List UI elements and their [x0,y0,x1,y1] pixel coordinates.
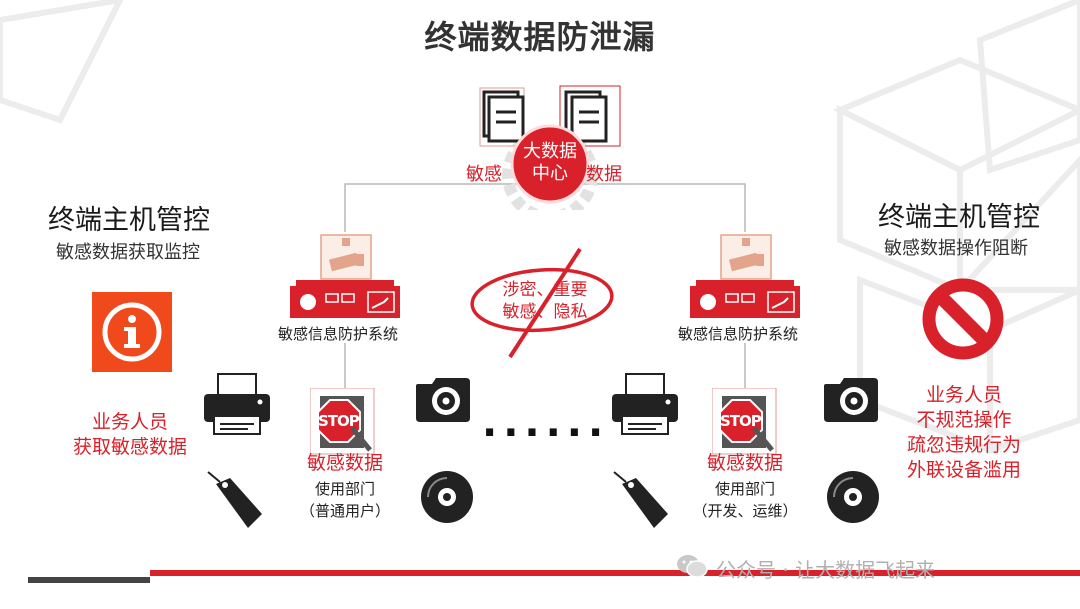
watermark-text: 公众号 · 让大数据飞起来 [716,554,935,583]
left-system-red-caption: 敏感数据 [300,451,390,476]
hub-caption-left: 敏感 [466,160,502,186]
stamp-line1: 涉密、重要 [480,279,610,301]
camera-icon [414,374,472,424]
right-dept-note: （开发、运维） [680,500,810,522]
server-stack-icon [480,88,524,146]
surveillance-camera-icon [720,234,772,280]
tag-icon [206,470,266,532]
tag-icon [612,470,672,532]
right-dept: 使用部门 [680,478,810,500]
right-system-label: 敏感信息防护系统 [678,323,798,344]
stamp-line2: 敏感、隐私 [480,301,610,323]
left-red-line: 业务人员 [50,410,210,435]
left-dept-block: 使用部门 （普通用户） [290,478,400,522]
camera-icon [822,374,880,424]
hub-label-line2: 中心 [510,163,590,185]
right-panel-subheading: 敏感数据操作阻断 [884,234,1028,260]
left-dept: 使用部门 [290,478,400,500]
right-panel-red-text: 业务人员 不规范操作 疏忽违规行为 外联设备滥用 [884,383,1044,483]
left-panel-subheading: 敏感数据获取监控 [56,238,200,264]
no-entry-icon [920,276,1006,362]
printer-icon [610,372,680,436]
right-system-red-caption: 敏感数据 [700,451,790,476]
right-panel-heading: 终端主机管控 [878,195,1040,234]
right-dept-block: 使用部门 （开发、运维） [680,478,810,522]
left-red-line: 获取敏感数据 [50,435,210,460]
right-red-line: 外联设备滥用 [884,458,1044,483]
protection-device-icon [290,280,400,320]
stop-label: STOP [318,412,359,430]
stamp-text: 涉密、重要 敏感、隐私 [480,279,610,323]
surveillance-camera-icon [320,234,372,280]
page-title: 终端数据防泄漏 [0,12,1080,58]
wechat-icon [676,553,708,584]
hub-caption-right: 数据 [586,160,622,186]
hub-label-line1: 大数据 [510,141,590,163]
right-red-line: 疏忽违规行为 [884,433,1044,458]
disc-icon [826,470,880,524]
left-system-label: 敏感信息防护系统 [278,323,398,344]
stop-label: STOP [720,412,761,430]
printer-icon [202,372,272,436]
ellipsis-dots: ...... [482,400,609,446]
left-panel-red-text: 业务人员 获取敏感数据 [50,410,210,460]
right-red-line: 不规范操作 [884,408,1044,433]
right-red-line: 业务人员 [884,383,1044,408]
disc-icon [420,470,474,524]
left-panel-heading: 终端主机管控 [48,198,210,237]
info-icon [92,292,172,372]
watermark: 公众号 · 让大数据飞起来 [676,553,935,584]
left-dept-note: （普通用户） [290,500,400,522]
protection-device-icon [690,280,800,320]
